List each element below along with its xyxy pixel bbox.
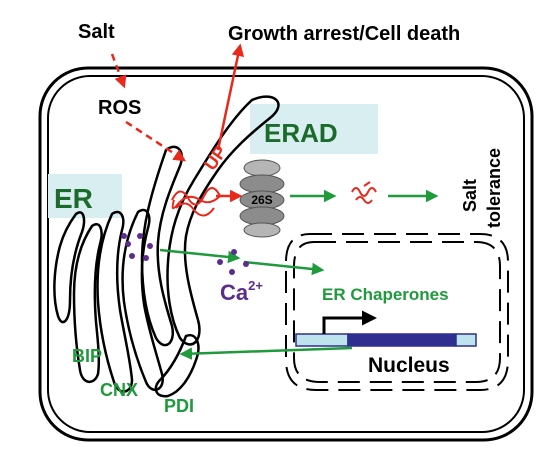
calcium-symbol: Ca: [220, 280, 249, 305]
ros-to-er-arrow: [125, 120, 187, 162]
er-chaperones-label: ER Chaperones: [322, 285, 449, 304]
salt-tolerance-label-line1: Salt: [460, 179, 480, 212]
salt-tolerance-label-line2: tolerance: [484, 148, 504, 228]
proteasome-label: 26S: [251, 193, 272, 207]
cell-membrane-inner: [47, 75, 525, 433]
er-label: ER: [54, 183, 93, 214]
bip-label: BIP: [72, 346, 102, 366]
cell-membrane-outer: [38, 66, 534, 442]
nucleus-envelope-inner: [293, 241, 501, 383]
degraded-peptides: [351, 181, 377, 204]
erad-label-background: [250, 104, 378, 154]
calcium-ions: [121, 233, 249, 275]
salt-label: Salt: [78, 21, 115, 43]
er-to-growth-arrest-arrow: [216, 43, 245, 151]
erad-label: ERAD: [264, 118, 338, 148]
er-label-background: [48, 174, 122, 218]
up-label: UP: [200, 142, 231, 174]
nucleus-label: Nucleus: [368, 354, 450, 377]
cnx-label: CNX: [100, 380, 138, 400]
gene-terminator: [455, 333, 477, 347]
ros-label: ROS: [98, 97, 141, 119]
growth-arrest-label: Growth arrest/Cell death: [228, 23, 460, 45]
transcription-start-arrow: [322, 310, 377, 334]
er-to-calcium-arrow: [159, 248, 241, 264]
pdi-label: PDI: [164, 396, 194, 416]
gene-promoter: [295, 333, 349, 347]
calcium-label: Ca2+: [220, 278, 263, 305]
calcium-to-nucleus-arrow: [243, 260, 325, 276]
gene-coding-region: [347, 333, 457, 347]
proteasome-26s: [239, 159, 285, 238]
salt-to-ros-arrow: [110, 53, 127, 89]
chaperones-to-er-arrow: [179, 346, 353, 360]
calcium-charge: 2+: [248, 278, 263, 293]
nucleus-envelope-outer: [285, 233, 509, 391]
